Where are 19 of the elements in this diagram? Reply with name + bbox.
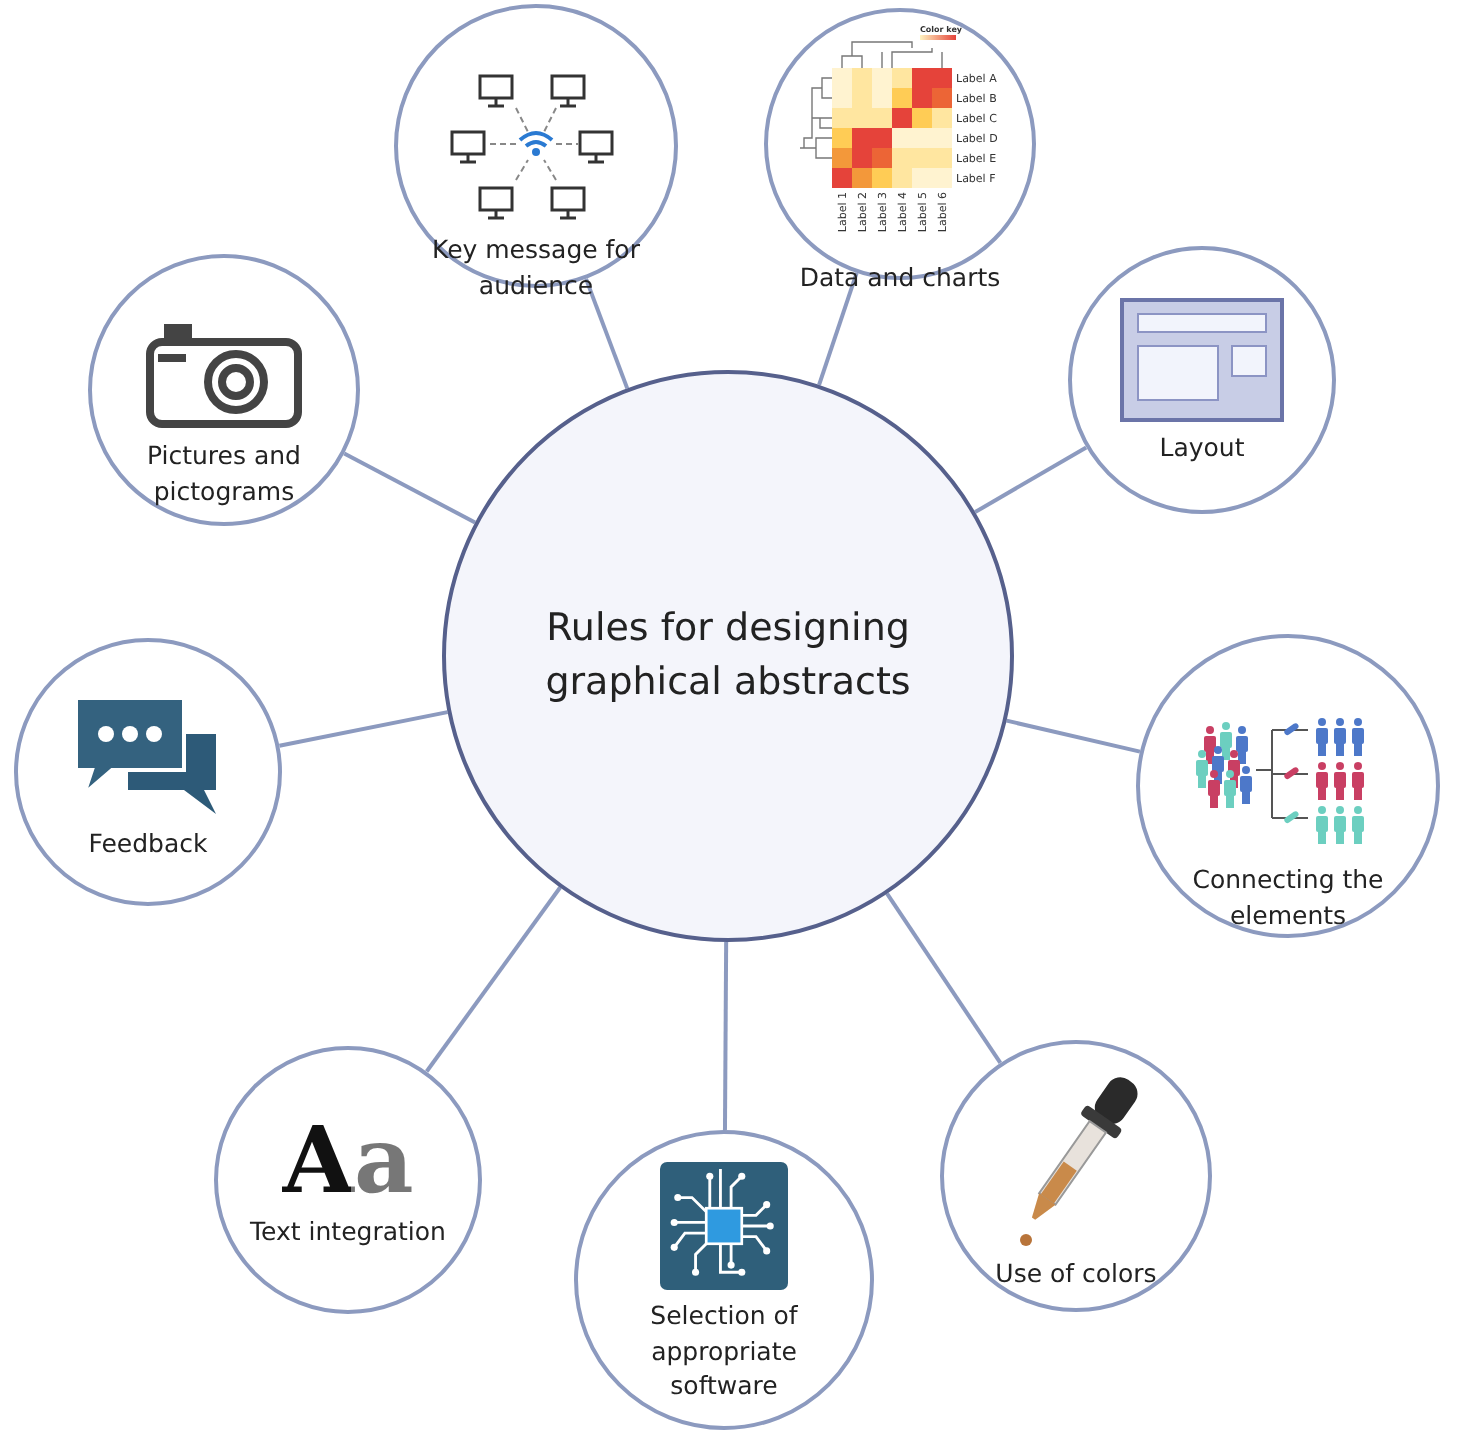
topic-label: Data and charts	[799, 260, 1001, 295]
connector-line	[425, 886, 562, 1073]
connector-line	[974, 445, 1088, 514]
topic-label: Text integration	[250, 1214, 446, 1249]
connector-line	[584, 278, 630, 390]
connector-line	[722, 941, 729, 1130]
topic-label: Feedback	[88, 826, 208, 861]
topic-label: Selection of appropriate software	[648, 1298, 800, 1403]
connector-line	[1006, 718, 1141, 754]
topic-label: Layout	[1159, 430, 1245, 465]
topic-label: Use of colors	[995, 1256, 1157, 1291]
topic-label: Connecting the elements	[1190, 862, 1386, 932]
central-title: Rules for designing graphical abstracts	[543, 604, 913, 708]
topic-label: Pictures and pictograms	[145, 438, 303, 508]
connector-line	[279, 710, 448, 748]
connector-line	[817, 272, 859, 386]
connector-line	[343, 451, 476, 525]
topic-label: Key message for audience	[430, 232, 642, 302]
connector-line	[885, 892, 1003, 1065]
